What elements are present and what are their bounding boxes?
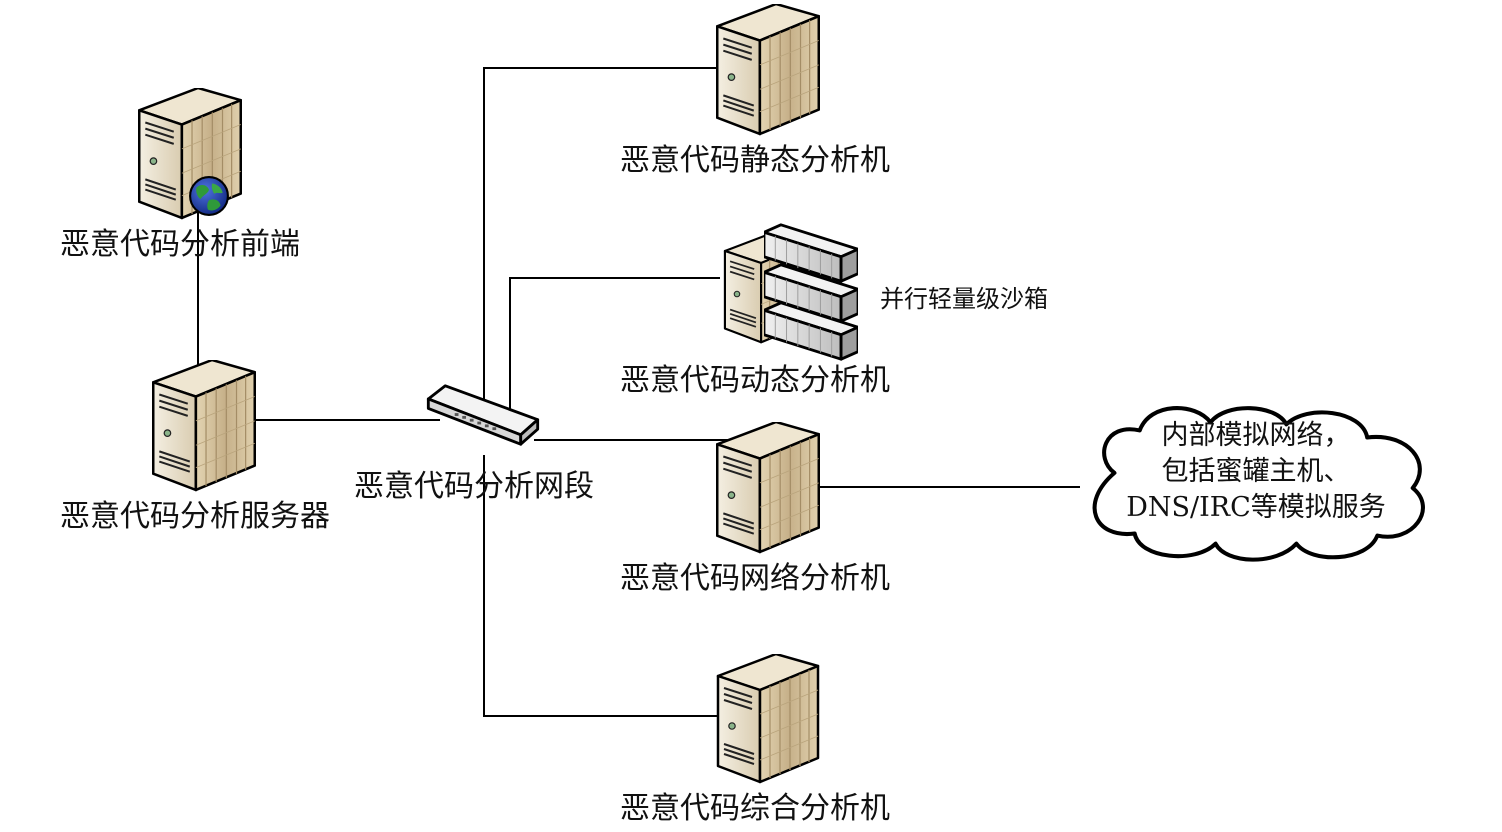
segment-label: 恶意代码分析网段 (354, 469, 594, 504)
network-label: 恶意代码网络分析机 (620, 561, 890, 596)
sandbox-label: 并行轻量级沙箱 (880, 285, 1048, 313)
server-label: 恶意代码分析服务器 (60, 499, 330, 534)
server-icon (716, 654, 820, 784)
link-switch-static (483, 67, 720, 400)
comprehensive-label: 恶意代码综合分析机 (620, 791, 890, 826)
connection-lines (197, 67, 1080, 717)
dynamic-label: 恶意代码动态分析机 (620, 363, 890, 398)
link-switch-dynamic (509, 277, 720, 410)
sandbox-rack-icon (764, 223, 858, 361)
server-icon (716, 4, 820, 136)
frontend-node (138, 88, 242, 220)
static-label: 恶意代码静态分析机 (620, 143, 890, 178)
link-switch-comprehensive (483, 455, 720, 717)
cloud-line-3: DNS/IRC等模拟服务 (1126, 492, 1386, 523)
cloud-label: 内部模拟网络， 包括蜜罐主机、 DNS/IRC等模拟服务 (1094, 418, 1418, 526)
globe-icon (189, 176, 229, 216)
server-icon (152, 360, 256, 492)
cloud-line-2: 包括蜜罐主机、 (1161, 456, 1351, 487)
frontend-label: 恶意代码分析前端 (60, 227, 300, 262)
dynamic-node (723, 223, 858, 361)
server-icon (716, 422, 820, 554)
cloud-line-1: 内部模拟网络， (1161, 420, 1351, 451)
